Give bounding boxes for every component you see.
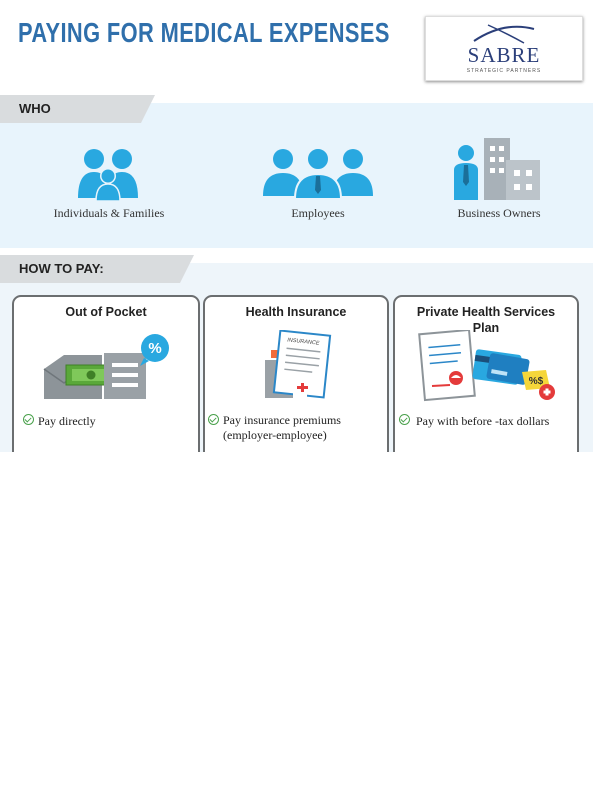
logo-tagline: STRATEGIC PARTNERS — [466, 68, 542, 74]
check-icon — [23, 414, 34, 425]
card-item-text-continued: (employer-employee) — [223, 428, 327, 442]
card-title: Out of Pocket — [65, 305, 147, 319]
blank-page-area — [0, 452, 612, 792]
how-to-pay-heading: HOW TO PAY: — [0, 255, 194, 283]
sabre-logo: SABRE STRATEGIC PARTNERS — [425, 16, 583, 81]
business-owner-icon — [454, 138, 540, 200]
card-item-text: Pay with before -tax dollars — [416, 414, 550, 428]
who-label-business-owners: Business Owners — [457, 206, 541, 220]
check-icon — [399, 414, 410, 425]
who-label-individuals: Individuals & Families — [53, 206, 165, 220]
svg-text:%: % — [148, 340, 161, 357]
card-item-text: Pay insurance premiums — [223, 413, 341, 427]
card-item-text: Pay directly — [38, 414, 96, 428]
wallet-cash-icon: % — [43, 334, 169, 399]
svg-text:%$: %$ — [529, 376, 544, 387]
plan-card-icon: %$ — [418, 330, 555, 402]
svg-text:INSURANCE: INSURANCE — [287, 337, 320, 346]
card-title: Health Insurance — [245, 305, 347, 319]
insurance-document-icon: INSURANCE — [265, 330, 332, 399]
family-icon — [78, 149, 138, 202]
card-title: Private Health Services Plan — [416, 305, 556, 335]
page-title: PAYING FOR MEDICAL EXPENSES — [18, 17, 390, 48]
employees-icon — [263, 147, 373, 200]
logo-name: SABRE — [467, 43, 541, 67]
check-icon — [208, 414, 219, 425]
who-heading: WHO — [0, 95, 155, 123]
who-label-employees: Employees — [291, 206, 345, 220]
logo-swoosh-icon — [473, 24, 535, 44]
